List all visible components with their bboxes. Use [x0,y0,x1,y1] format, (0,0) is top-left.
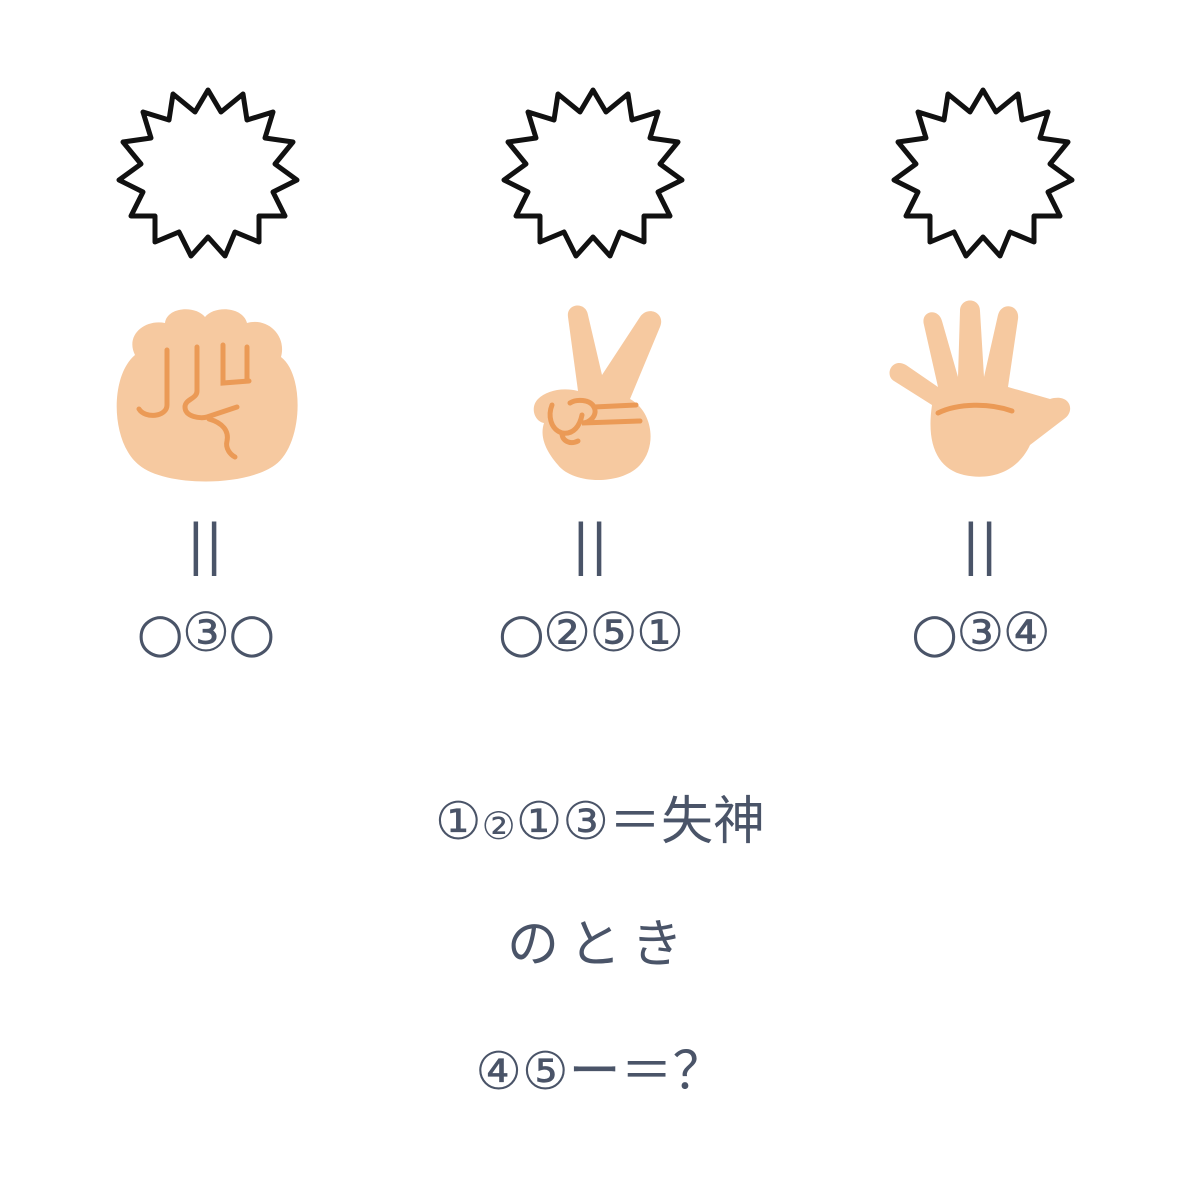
clue-text: ○③④ [911,601,1051,664]
puzzle-column-rock: || ○③○ [75,0,335,680]
hint-equation: ①②①③＝失神 [0,787,1200,861]
puzzle-column-paper: || ○③④ [850,0,1110,680]
scissors-hand-icon [533,305,662,480]
speech-burst-icon [891,87,1075,259]
paper-hand-icon [889,300,1071,477]
rock-hand-icon [116,309,298,482]
question-text: ④⑤ー＝？ [475,1042,725,1102]
hint-part-a: ① [435,792,482,852]
clue-text: ○③○ [136,601,276,664]
connector-text: のとき [506,915,693,975]
puzzle-column-scissors: || ○②⑤① [460,0,720,680]
speech-burst-icon [501,87,685,259]
equals-sign: || [571,513,609,576]
equals-sign: || [961,513,999,576]
speech-burst-icon [116,87,300,259]
equals-sign: || [186,513,224,576]
hint-part-c: ①③＝失神 [515,792,765,852]
hint-part-b: ② [481,804,516,848]
clue-text: ○②⑤① [497,601,684,664]
